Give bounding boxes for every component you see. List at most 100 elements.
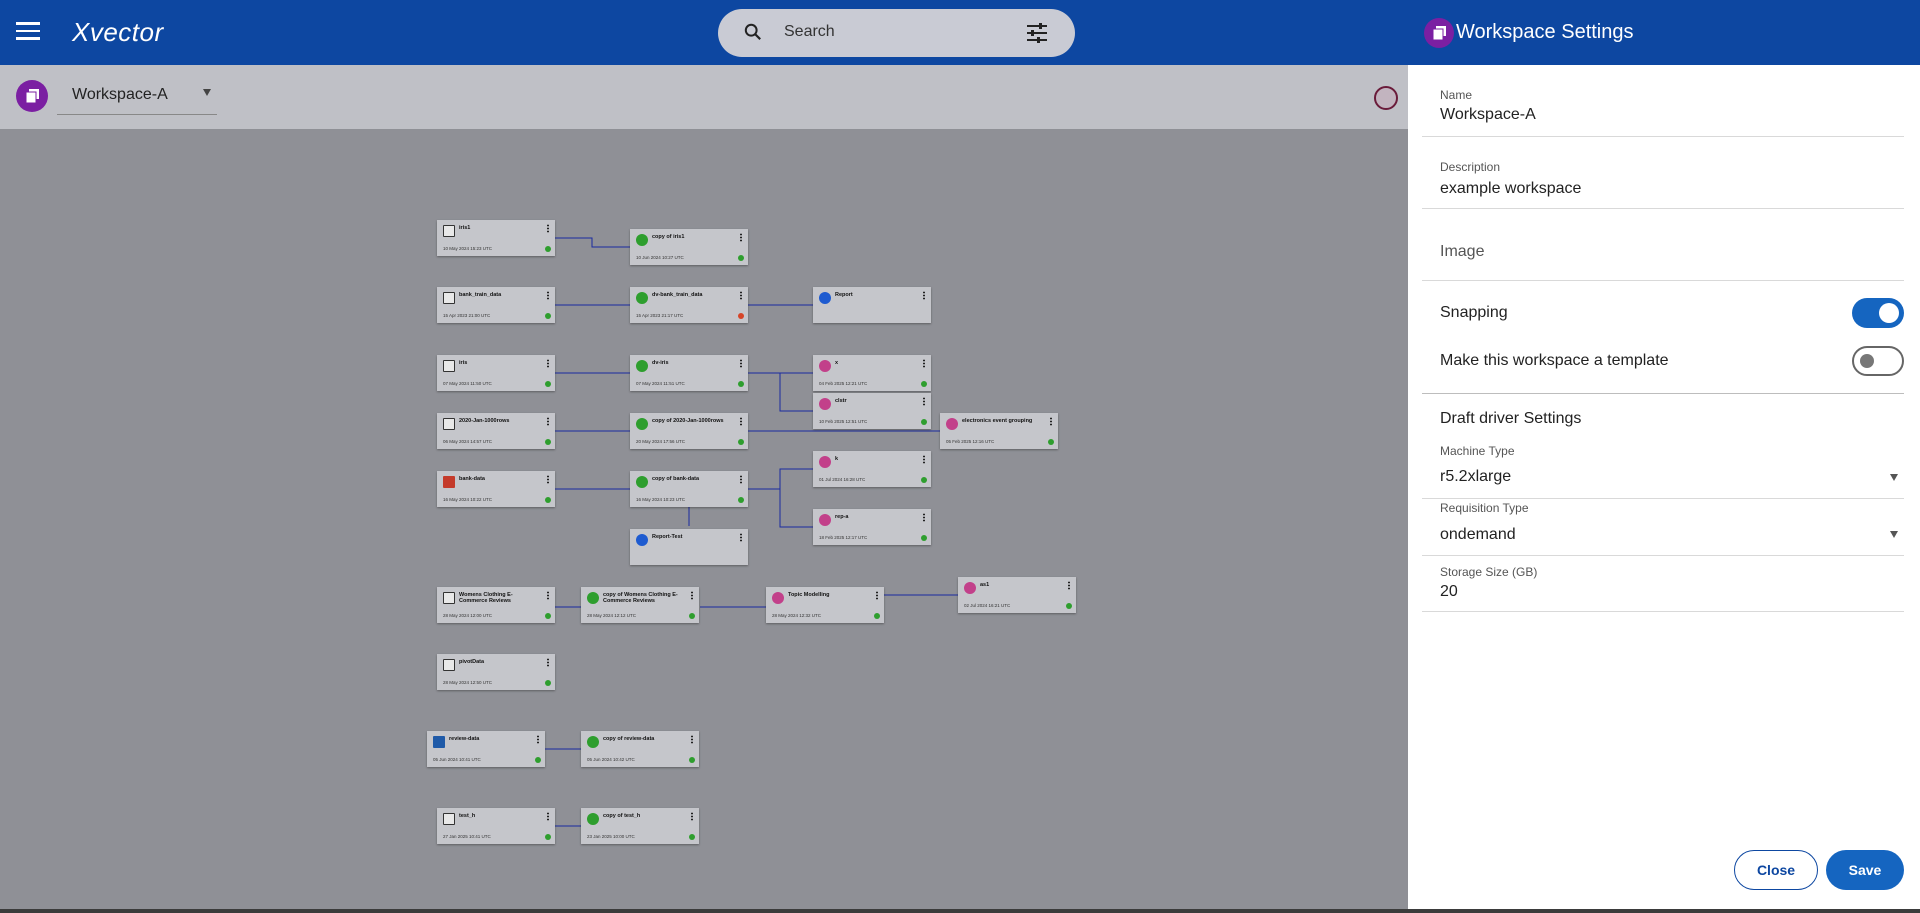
description-field[interactable]: Description example workspace	[1422, 154, 1904, 209]
description-value: example workspace	[1440, 180, 1582, 197]
status-dot	[1066, 603, 1072, 609]
workflow-node[interactable]: copy of Womens Clothing E-Commerce Revie…	[581, 587, 699, 623]
more-vert-icon[interactable]	[691, 812, 693, 821]
more-vert-icon[interactable]	[547, 417, 549, 426]
status-dot	[545, 834, 551, 840]
more-vert-icon[interactable]	[740, 359, 742, 368]
storage-size-value: 20	[1440, 583, 1458, 600]
save-button[interactable]: Save	[1826, 850, 1904, 890]
more-vert-icon[interactable]	[691, 735, 693, 744]
image-field[interactable]: Image	[1422, 228, 1904, 281]
status-dot	[738, 439, 744, 445]
more-vert-icon[interactable]	[923, 291, 925, 300]
requisition-type-select[interactable]: Requisition Type ondemand	[1422, 500, 1904, 556]
status-dot	[738, 497, 744, 503]
panel-title: Workspace Settings	[1456, 21, 1634, 43]
bottom-frame	[0, 909, 1920, 913]
more-vert-icon[interactable]	[923, 455, 925, 464]
more-vert-icon[interactable]	[740, 533, 742, 542]
model-icon	[819, 360, 831, 372]
name-field[interactable]: Name Workspace-A	[1422, 82, 1904, 137]
status-dot	[545, 313, 551, 319]
workspace-menu-icon[interactable]	[1374, 86, 1398, 110]
report-icon	[819, 292, 831, 304]
divider	[1422, 393, 1904, 394]
more-vert-icon[interactable]	[923, 513, 925, 522]
more-vert-icon[interactable]	[547, 475, 549, 484]
filter-tune-icon[interactable]	[1026, 23, 1048, 43]
workflow-node[interactable]: Report-Test	[630, 529, 748, 565]
status-dot	[545, 381, 551, 387]
more-vert-icon[interactable]	[547, 291, 549, 300]
workspace-avatar	[1424, 18, 1454, 48]
more-vert-icon[interactable]	[923, 359, 925, 368]
more-vert-icon[interactable]	[547, 359, 549, 368]
workflow-edges	[545, 237, 958, 827]
more-vert-icon[interactable]	[547, 812, 549, 821]
search-bar[interactable]: Search	[718, 9, 1075, 57]
storage-size-field[interactable]: Storage Size (GB) 20	[1422, 564, 1904, 612]
status-dot	[545, 613, 551, 619]
machine-type-select[interactable]: Machine Type r5.2xlarge	[1422, 440, 1904, 499]
more-vert-icon[interactable]	[876, 591, 878, 600]
close-button[interactable]: Close	[1734, 850, 1818, 890]
workspace-select[interactable]: Workspace-A	[57, 75, 217, 115]
search-input[interactable]: Search	[784, 23, 835, 40]
top-app-bar: Xvector Search	[0, 0, 1408, 65]
more-vert-icon[interactable]	[740, 475, 742, 484]
description-label: Description	[1440, 160, 1501, 174]
more-vert-icon[interactable]	[740, 233, 742, 242]
status-dot	[689, 834, 695, 840]
template-toggle[interactable]	[1852, 346, 1904, 376]
more-vert-icon[interactable]	[547, 591, 549, 600]
status-dot	[921, 419, 927, 425]
status-dot	[738, 313, 744, 319]
workflow-node[interactable]: Report	[813, 287, 931, 323]
more-vert-icon[interactable]	[1068, 581, 1070, 590]
status-dot	[874, 613, 880, 619]
more-vert-icon[interactable]	[1050, 417, 1052, 426]
name-value: Workspace-A	[1440, 106, 1536, 123]
machine-type-label: Machine Type	[1440, 444, 1515, 458]
database-icon	[443, 476, 455, 488]
menu-icon[interactable]	[16, 22, 40, 42]
more-vert-icon[interactable]	[740, 291, 742, 300]
more-vert-icon[interactable]	[547, 658, 549, 667]
status-dot	[545, 246, 551, 252]
more-vert-icon[interactable]	[691, 591, 693, 600]
machine-type-value: r5.2xlarge	[1440, 468, 1512, 485]
more-vert-icon[interactable]	[537, 735, 539, 744]
more-vert-icon[interactable]	[923, 397, 925, 406]
status-dot	[545, 497, 551, 503]
snapping-toggle[interactable]	[1852, 298, 1904, 328]
file-icon	[443, 659, 455, 671]
more-vert-icon[interactable]	[547, 224, 549, 233]
workspace-icon	[1432, 26, 1446, 41]
more-vert-icon[interactable]	[740, 417, 742, 426]
